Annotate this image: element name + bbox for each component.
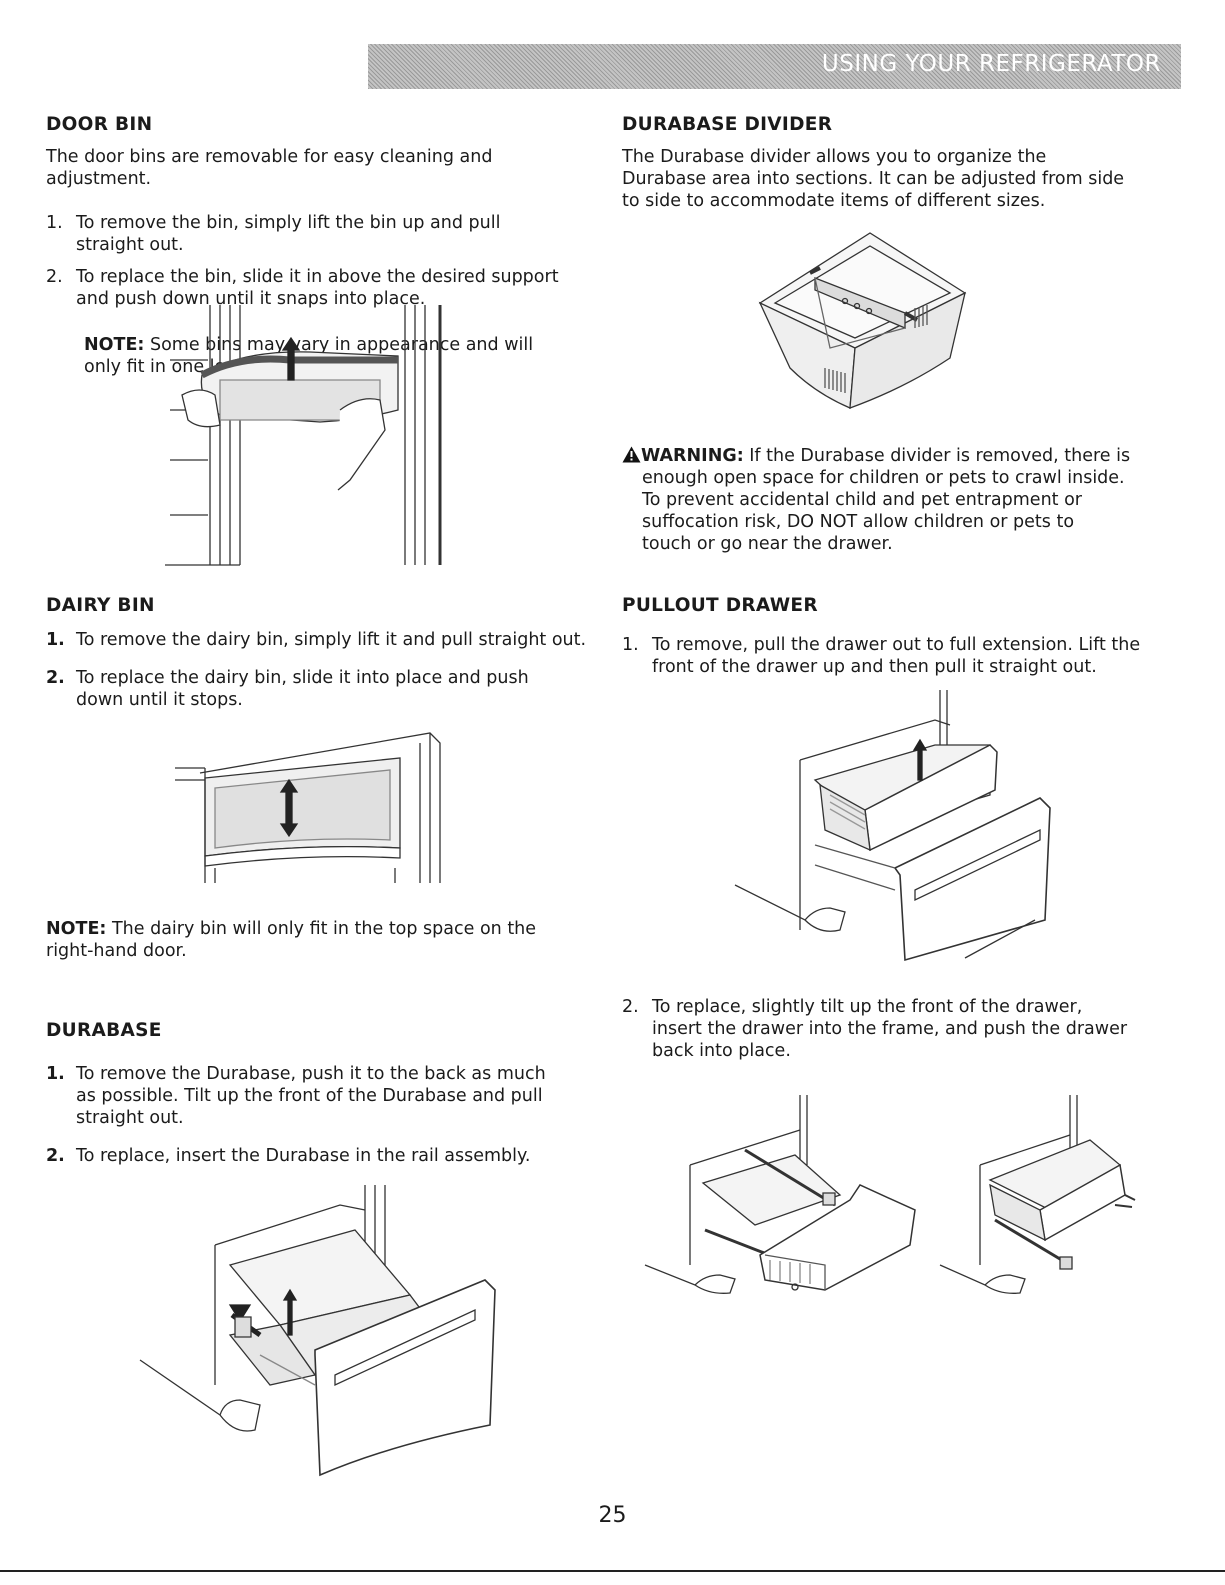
pullout-drawer-step-2: 2. To replace, slightly tilt up the fron…	[622, 997, 1128, 1061]
durabase-step-2: 2. To replace, insert the Durabase in th…	[46, 1146, 531, 1166]
durabase-divider-intro: The Durabase divider allows you to organ…	[622, 147, 1125, 211]
dairy-bin-step-2: 2. To replace the dairy bin, slide it in…	[46, 668, 529, 710]
warning-label: WARNING:	[641, 446, 744, 466]
section-title: USING YOUR REFRIGERATOR	[821, 51, 1161, 77]
door-bin-step-2: 2. To replace the bin, slide it in above…	[46, 267, 559, 309]
pullout-drawer-replace-illustration-2	[940, 1095, 1140, 1295]
dairy-bin-heading: DAIRY BIN	[46, 595, 155, 616]
section-banner: USING YOUR REFRIGERATOR	[368, 44, 1181, 89]
durabase-heading: DURABASE	[46, 1020, 162, 1041]
dairy-bin-illustration	[175, 728, 445, 888]
warning-block: WARNING: If the Durabase divider is remo…	[622, 445, 1178, 555]
pullout-drawer-heading: PULLOUT DRAWER	[622, 595, 818, 616]
pullout-drawer-replace-illustration-1	[645, 1095, 920, 1295]
bottom-rule	[0, 1570, 1225, 1572]
pullout-drawer-removal-illustration	[735, 690, 1065, 960]
durabase-illustration	[140, 1185, 500, 1480]
door-bin-intro: The door bins are removable for easy cle…	[46, 147, 493, 189]
durabase-step-1: 1. To remove the Durabase, push it to th…	[46, 1064, 546, 1128]
dairy-bin-step-1: 1. To remove the dairy bin, simply lift …	[46, 630, 587, 650]
warning-triangle-icon	[622, 446, 641, 463]
door-bin-heading: DOOR BIN	[46, 114, 153, 135]
pullout-drawer-step-1: 1. To remove, pull the drawer out to ful…	[622, 635, 1141, 677]
page-number: 25	[598, 1503, 627, 1528]
door-bin-step-1: 1. To remove the bin, simply lift the bi…	[46, 213, 501, 255]
door-bin-illustration	[160, 300, 450, 570]
durabase-divider-heading: DURABASE DIVIDER	[622, 114, 833, 135]
dairy-bin-note: NOTE: The dairy bin will only fit in the…	[46, 919, 537, 961]
durabase-divider-illustration	[755, 228, 975, 413]
